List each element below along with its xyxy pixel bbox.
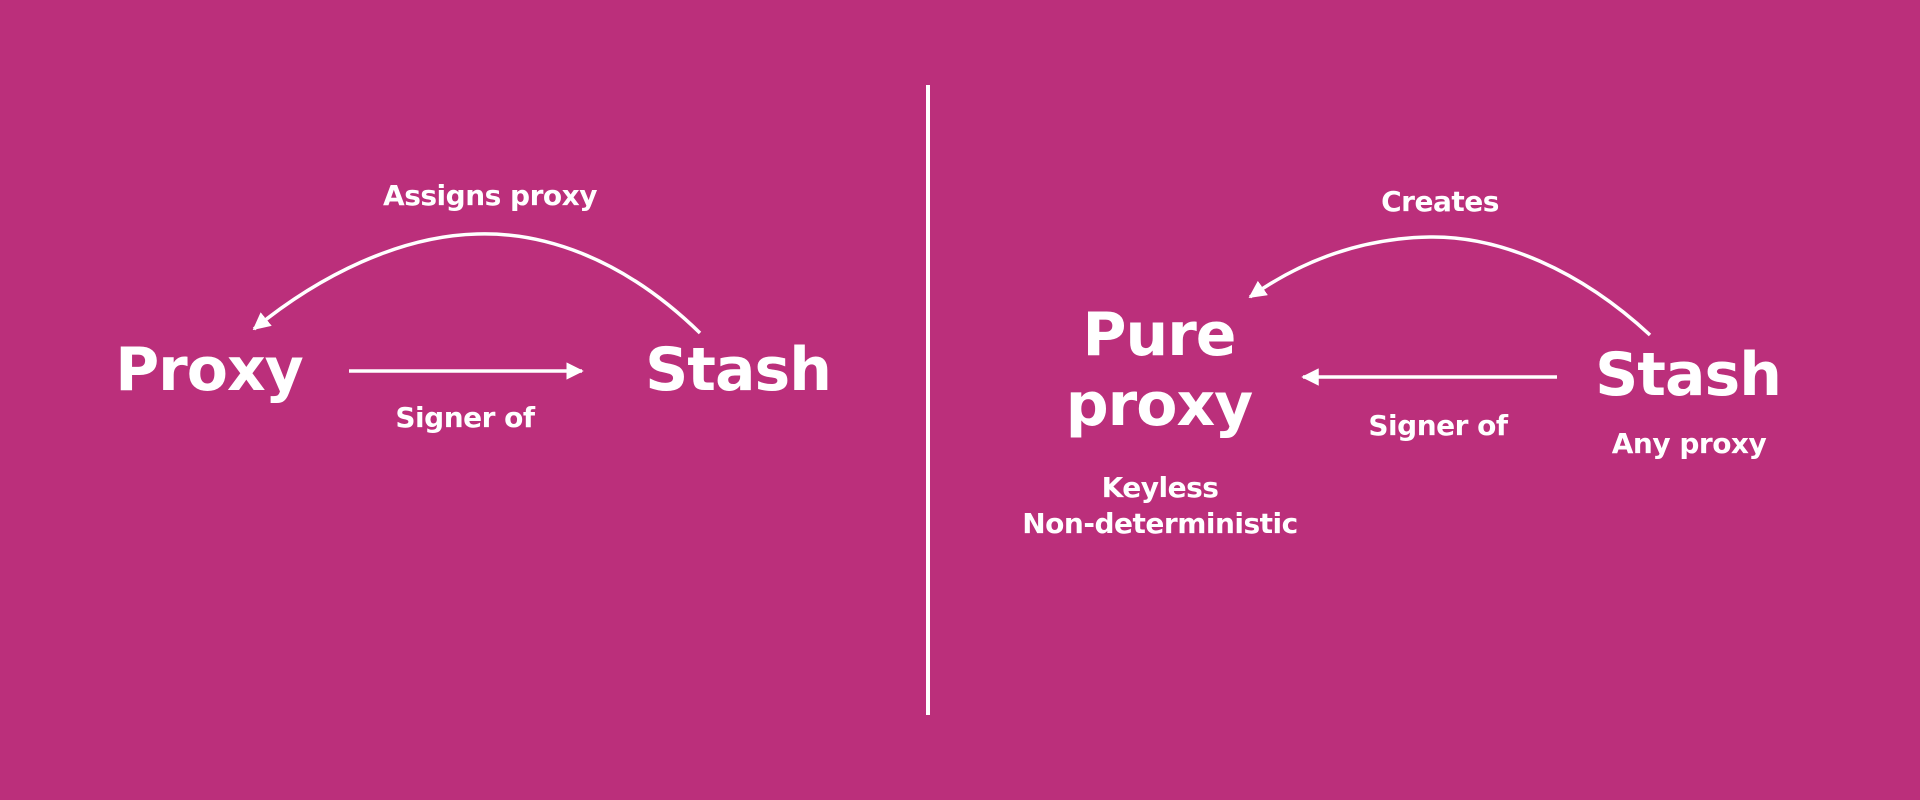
stash-node-right: Stash	[1595, 340, 1782, 410]
assigns-proxy-label: Assigns proxy	[383, 179, 597, 212]
non-deterministic-note: Non-deterministic	[1022, 507, 1298, 540]
proxy-node: Proxy	[115, 335, 304, 405]
creates-label: Creates	[1381, 185, 1499, 218]
pure-proxy-node-line1: Pure	[1082, 300, 1237, 370]
signer-of-label-left: Signer of	[395, 401, 535, 434]
pure-proxy-node-line2: proxy	[1065, 370, 1254, 440]
creates-arrow	[1248, 235, 1652, 337]
signer-of-label-right: Signer of	[1368, 409, 1508, 442]
keyless-note: Keyless	[1101, 471, 1219, 504]
stash-node-left: Stash	[645, 335, 832, 405]
any-proxy-note: Any proxy	[1611, 427, 1767, 460]
divider-line	[926, 85, 930, 715]
assigns-proxy-arrow	[252, 232, 702, 335]
